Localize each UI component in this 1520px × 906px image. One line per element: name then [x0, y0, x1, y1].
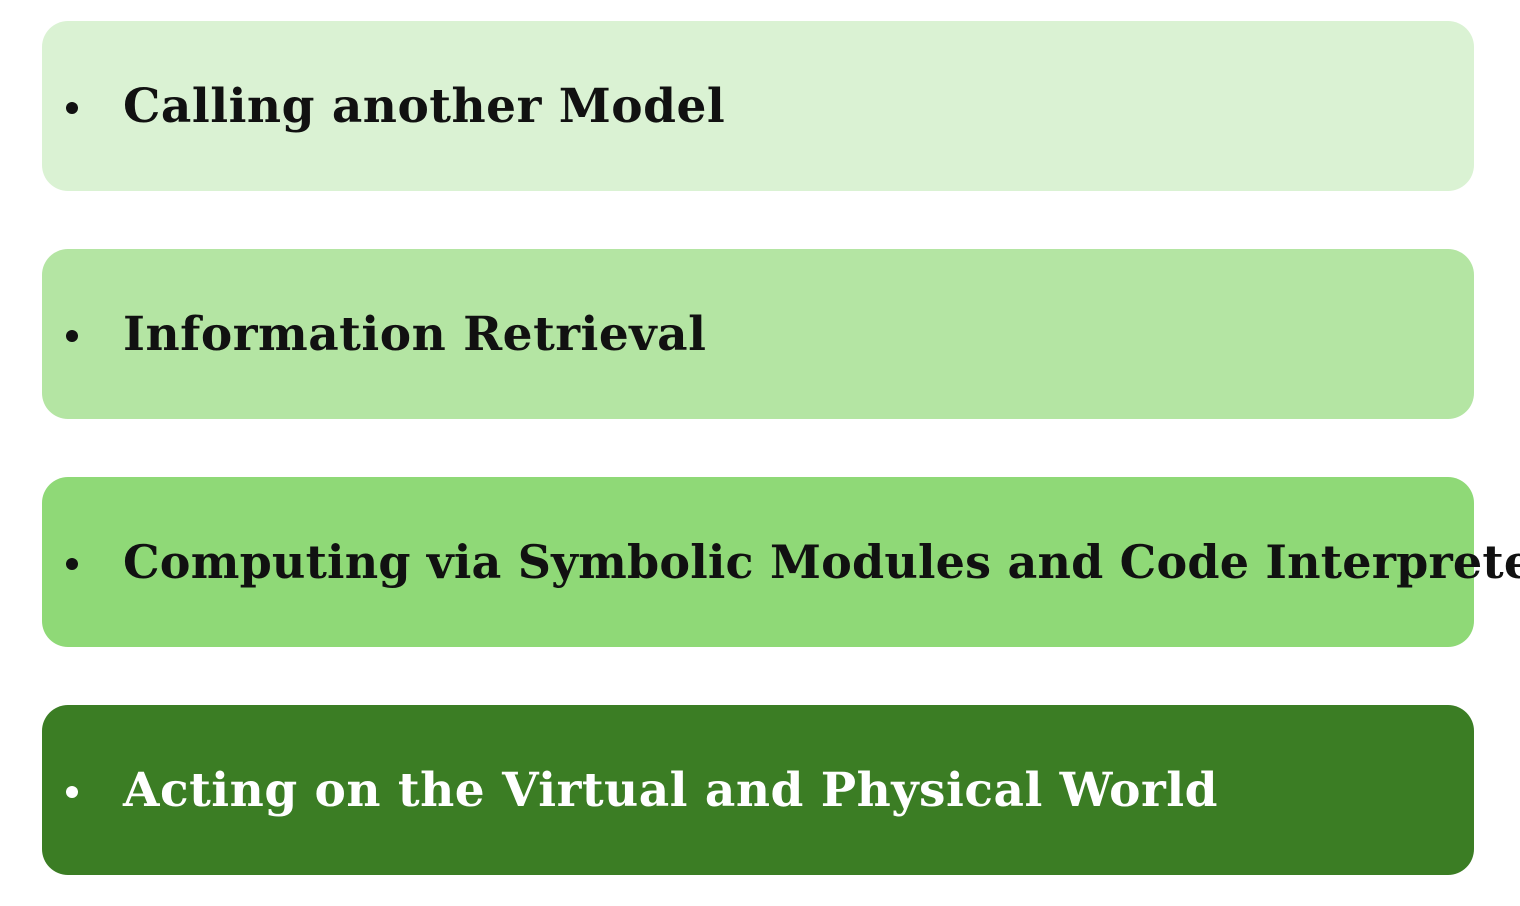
category-box-computing-symbolic-modules: Computing via Symbolic Modules and Code …: [42, 477, 1520, 647]
category-box-acting-virtual-physical-world: Acting on the Virtual and Physical World: [42, 705, 1474, 875]
category-label: Information Retrieval: [123, 306, 707, 362]
category-box-information-retrieval: Information Retrieval: [42, 249, 1474, 419]
tool-category-list: Calling another Model Information Retrie…: [42, 21, 1520, 875]
bullet-icon: [66, 558, 78, 570]
bullet-icon: [66, 102, 78, 114]
category-label: Calling another Model: [123, 78, 726, 134]
category-label: Acting on the Virtual and Physical World: [123, 762, 1218, 818]
category-label: Computing via Symbolic Modules and Code …: [123, 535, 1520, 589]
category-box-calling-another-model: Calling another Model: [42, 21, 1474, 191]
bullet-icon: [66, 786, 78, 798]
bullet-icon: [66, 330, 78, 342]
